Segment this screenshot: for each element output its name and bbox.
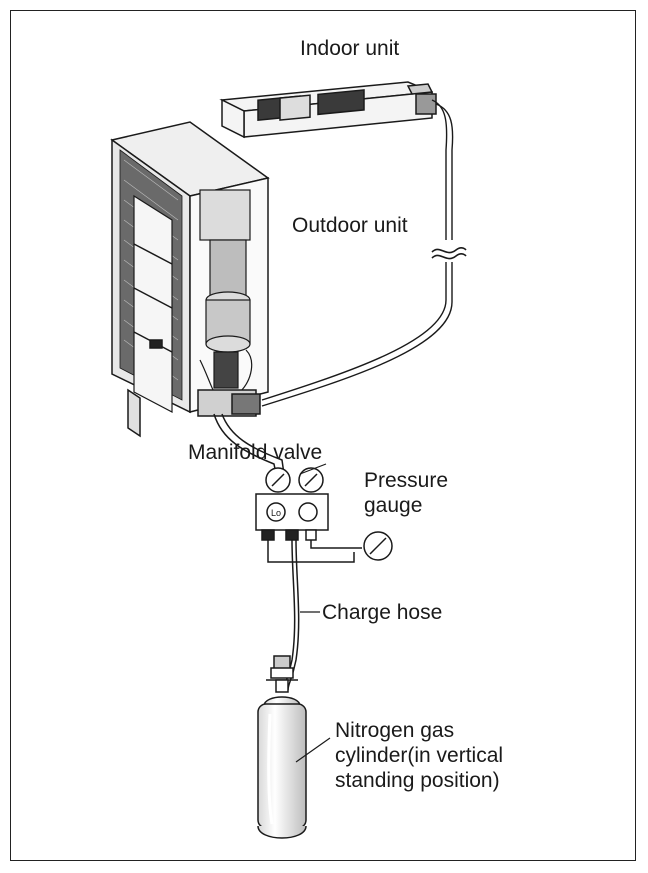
manifold-valve <box>255 467 329 541</box>
label-indoor-unit: Indoor unit <box>300 37 400 60</box>
pressure-gauge <box>363 531 393 561</box>
label-cylinder-2: cylinder(in vertical <box>335 744 504 767</box>
indoor-unit <box>219 81 437 139</box>
manifold-leader <box>299 463 327 475</box>
label-outdoor-unit: Outdoor unit <box>292 214 408 237</box>
label-cylinder-1: Nitrogen gas <box>335 719 455 742</box>
label-cylinder-3: standing position) <box>335 769 500 792</box>
outdoor-unit <box>110 121 270 438</box>
gauge-hose <box>267 540 362 563</box>
label-charge-hose: Charge hose <box>322 601 443 624</box>
nitrogen-cylinder <box>257 655 307 839</box>
gauge-marking: Lo <box>271 508 281 518</box>
label-pressure-gauge-1: Pressure <box>364 469 449 492</box>
label-pressure-gauge-2: gauge <box>364 494 423 517</box>
refrigerant-piping <box>261 99 467 407</box>
cylinder-leader <box>295 737 331 763</box>
service-hose <box>213 413 285 475</box>
label-manifold-valve: Manifold valve <box>188 441 323 464</box>
